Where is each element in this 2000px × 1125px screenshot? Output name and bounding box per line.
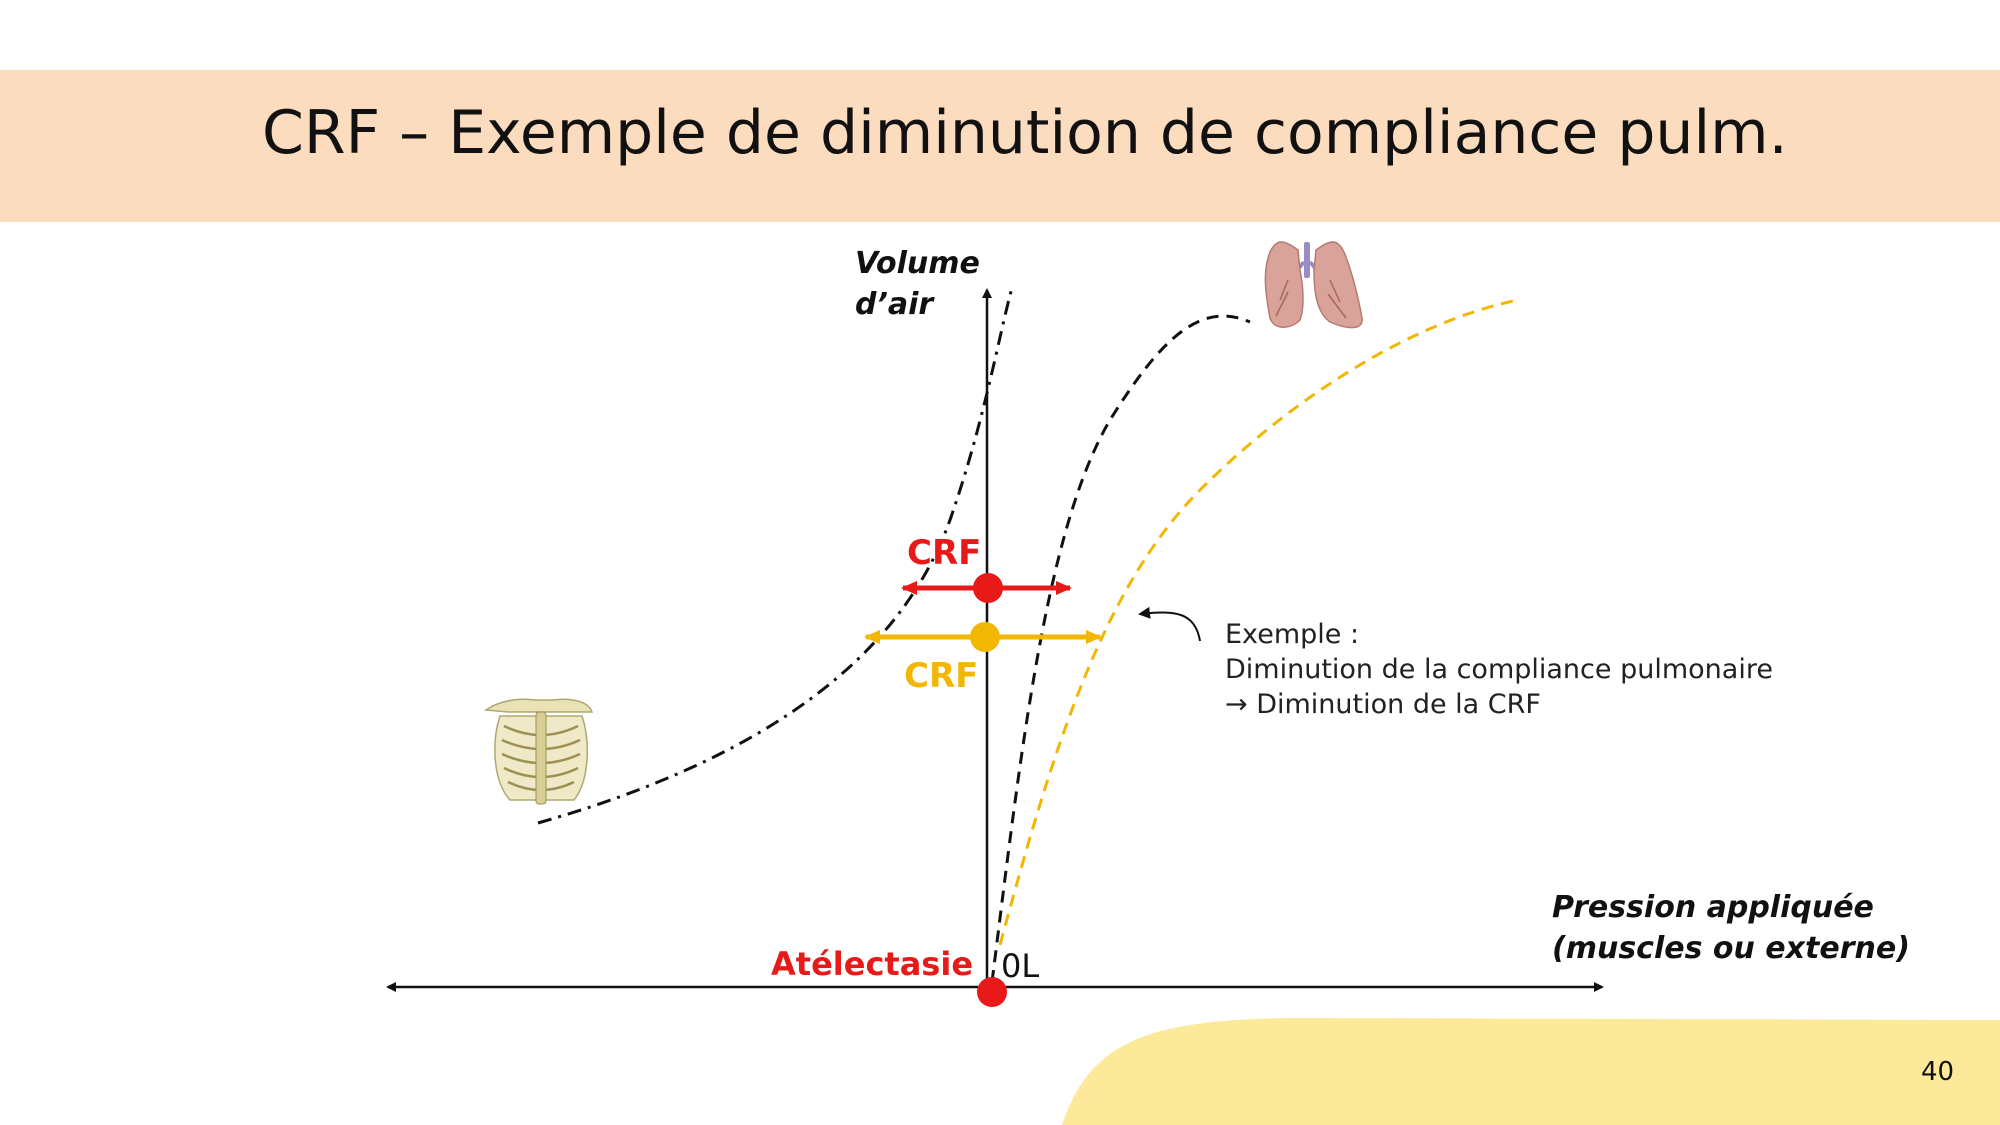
annotation-pointer [1138, 606, 1201, 642]
origin-label: 0L [1001, 947, 1040, 985]
atelectasis-point [977, 977, 1007, 1007]
atelectasis-label: Atélectasie [771, 945, 974, 983]
y-axis-label-line2: d’air [855, 287, 934, 322]
x-axis-label-line2: (muscles ou externe) [1552, 931, 1910, 966]
title-band [0, 70, 2000, 222]
crf-normal-point [973, 573, 1003, 603]
annotation-line2: Diminution de la compliance pulmonaire [1225, 654, 1773, 685]
ribcage-icon [483, 698, 594, 805]
normal-lung-curve [990, 314, 1251, 983]
crf-reduced-label: CRF [904, 656, 979, 696]
slide-title: CRF – Exemple de diminution de complianc… [262, 98, 1788, 168]
page-number: 40 [1921, 1057, 1955, 1087]
chest-wall-curve [537, 287, 1014, 825]
y-axis-label-line1: Volume [855, 246, 980, 281]
annotation-line1: Exemple : [1225, 619, 1360, 650]
reduced-compliance-curve [998, 298, 1519, 946]
lungs-icon [1264, 241, 1363, 329]
x-axis-label-line1: Pression appliquée [1552, 890, 1874, 925]
crf-normal-label: CRF [907, 533, 982, 573]
annotation-line3: → Diminution de la CRF [1225, 689, 1541, 720]
crf-reduced-point [970, 622, 1000, 652]
